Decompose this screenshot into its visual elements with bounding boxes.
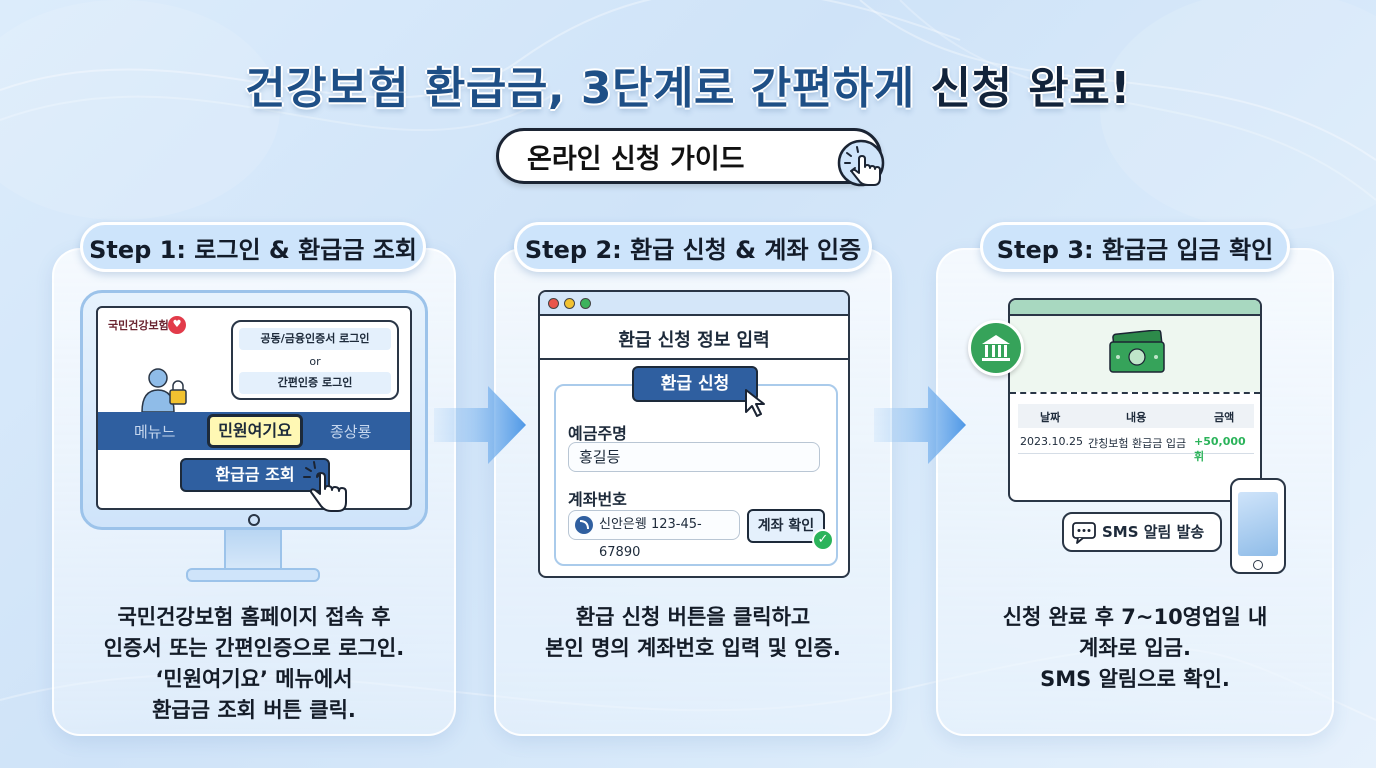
- minimize-dot-icon[interactable]: [564, 298, 575, 309]
- simple-auth-login-option[interactable]: 간편인증 로그인: [239, 372, 391, 394]
- account-number-value: 신안은웽 123-45-67890: [599, 517, 702, 560]
- mouse-cursor-icon: [745, 389, 765, 417]
- table-row: 2023.10.25 갼칭보험 환급금 입금 +50,000휘: [1018, 430, 1254, 463]
- smartphone-icon: [1230, 478, 1286, 574]
- phone-home-button: [1253, 560, 1263, 570]
- logo-text: 국민건강보험: [108, 319, 169, 332]
- step2-label: Step 2: 환급 신청 & 계좌 인증: [514, 222, 872, 272]
- window-title: 환급 신청 정보 입력: [618, 330, 770, 351]
- step3-desc-line: 신청 완료 후 7~10영업일 내: [1002, 605, 1268, 629]
- col-content: 내용: [1126, 411, 1147, 424]
- close-dot-icon[interactable]: [548, 298, 559, 309]
- col-date: 날짜: [1040, 411, 1061, 424]
- divider: [540, 358, 848, 360]
- monitor-screen: 국민건강보험 ♥ 공동/금융인증서 로그인 or 간편인증 로그인 메뉴느 민원…: [96, 306, 412, 510]
- statement-header-bar: [1010, 300, 1260, 316]
- nhis-logo: 국민건강보험: [108, 320, 169, 331]
- phone-screen: [1238, 492, 1278, 556]
- window-title-bar: [540, 292, 848, 316]
- arrow-right-icon: [434, 386, 526, 464]
- statement-money-area: [1010, 316, 1260, 392]
- sms-notification: SMS 알림 발송: [1062, 512, 1222, 552]
- refund-lookup-button[interactable]: 환급금 조회: [180, 458, 330, 492]
- sms-label: SMS 알림 발송: [1102, 523, 1205, 541]
- hand-pointer-icon: [837, 139, 885, 187]
- chat-bubble-icon: [1072, 522, 1096, 544]
- menu-item-other[interactable]: 종상룡: [330, 423, 372, 441]
- statement-tear-line: [1010, 392, 1260, 394]
- check-icon: ✓: [812, 529, 834, 551]
- login-or: or: [309, 355, 321, 368]
- heart-logo-icon: ♥: [168, 316, 186, 334]
- account-number-input[interactable]: 신안은웽 123-45-67890: [568, 510, 740, 560]
- account-holder-input[interactable]: 홍길등: [568, 442, 820, 472]
- power-button-icon: [248, 514, 260, 526]
- maximize-dot-icon[interactable]: [580, 298, 591, 309]
- step1-desc-line: 환급금 조회 버튼 클릭.: [152, 698, 356, 722]
- guide-label: 온라인 신청 가이드: [527, 143, 745, 175]
- row-content: 갼칭보험 환급금 입금: [1088, 437, 1187, 450]
- step1-description: 국민건강보험 홈페이지 접속 후 인증서 또는 간편인증으로 로그인. ‘민원여…: [60, 602, 448, 726]
- step3-desc-line: SMS 알림으로 확인.: [1040, 667, 1230, 691]
- login-options-box: 공동/금융인증서 로그인 or 간편인증 로그인: [231, 320, 399, 400]
- click-cursor-icon: [303, 461, 347, 512]
- menu-item-civil-service[interactable]: 민원여기요: [207, 414, 303, 448]
- title-emphasis: 신청 완료!: [930, 63, 1131, 114]
- step2-description: 환급 신청 버튼을 클릭하고 본인 명의 계좌번호 입력 및 인증.: [494, 602, 892, 664]
- bank-logo-icon: [575, 516, 593, 534]
- account-holder-label: 예금주명: [568, 424, 627, 443]
- row-date: 2023.10.25: [1020, 435, 1083, 448]
- bank-icon: [968, 320, 1024, 376]
- user-lock-icon: [141, 368, 187, 412]
- cert-login-option[interactable]: 공동/금융인증서 로그인: [239, 328, 391, 350]
- account-number-label: 계좌번호: [568, 490, 627, 509]
- row-amount: +50,000휘: [1194, 435, 1246, 463]
- monitor-base: [186, 568, 320, 582]
- step2-desc-line: 환급 신청 버튼을 클릭하고: [575, 605, 811, 629]
- bank-statement: 날짜 내용 금액 2023.10.25 갼칭보험 환급금 입금 +50,000휘: [1008, 298, 1262, 502]
- step1-desc-line: 인증서 또는 간편인증으로 로그인.: [103, 636, 405, 660]
- col-amount: 금액: [1214, 411, 1235, 424]
- guide-pill: 온라인 신청 가이드: [496, 128, 885, 187]
- monitor-stand: [224, 530, 282, 572]
- step1-label: Step 1: 로그인 & 환급금 조회: [80, 222, 426, 272]
- step1-desc-line: 국민건강보험 홈페이지 접속 후: [117, 605, 391, 629]
- step1-desc-line: ‘민원여기요’ 메뉴에서: [155, 667, 353, 691]
- step2-desc-line: 본인 명의 계좌번호 입력 및 인증.: [545, 636, 841, 660]
- step3-label: Step 3: 환급금 입금 확인: [980, 222, 1290, 272]
- money-bill-icon: [1109, 330, 1165, 373]
- arrow-right-icon: [874, 386, 966, 464]
- step3-desc-line: 계좌로 입금.: [1079, 636, 1191, 660]
- title-main: 건강보험 환급금, 3단계로 간편하게: [245, 63, 915, 114]
- page-title: 건강보험 환급금, 3단계로 간편하게 신청 완료!: [0, 52, 1376, 116]
- apply-refund-button[interactable]: 환급 신청: [632, 366, 758, 402]
- menu-bar: 메뉴느 민원여기요 종상룡: [98, 412, 410, 450]
- statement-table-header: 날짜 내용 금액: [1018, 404, 1254, 428]
- menu-item-menu[interactable]: 메뉴느: [134, 423, 176, 441]
- step3-description: 신청 완료 후 7~10영업일 내 계좌로 입금. SMS 알림으로 확인.: [936, 602, 1334, 695]
